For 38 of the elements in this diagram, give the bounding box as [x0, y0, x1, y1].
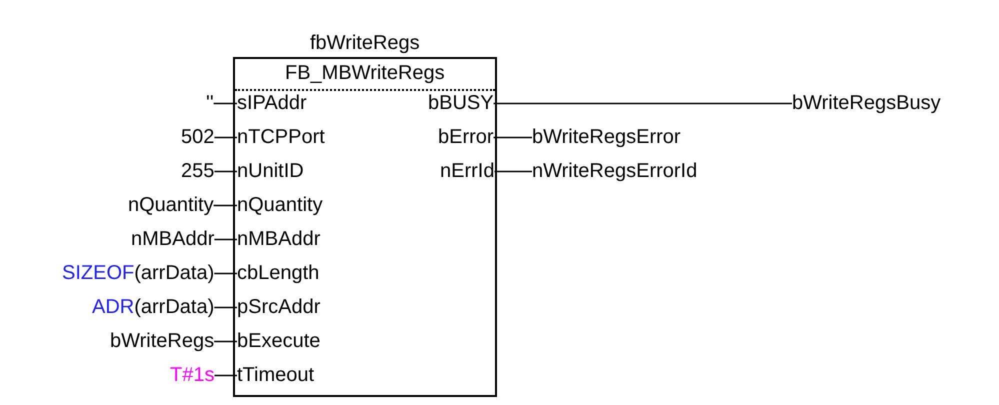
- pin-name: bError: [438, 125, 494, 149]
- pin-name: cbLength: [237, 261, 320, 285]
- block-type-name: FB_MBWriteRegs: [285, 61, 445, 85]
- connector-line: [494, 102, 792, 104]
- input-value: 255: [181, 159, 214, 183]
- input-value: nQuantity: [128, 193, 214, 217]
- pin-name: pSrcAddr: [237, 295, 320, 319]
- connector-line: [494, 170, 532, 172]
- input-value: T#1s: [170, 363, 214, 387]
- pin-name: nUnitID: [237, 159, 304, 183]
- input-value: 502: [181, 125, 214, 149]
- pin-name: nTCPPort: [237, 125, 325, 149]
- pin-name: tTimeout: [237, 363, 314, 387]
- pin-name: nQuantity: [237, 193, 323, 217]
- connector-line: [214, 272, 237, 274]
- connector-line: [214, 238, 237, 240]
- input-value: ADR(arrData): [92, 295, 214, 319]
- input-value: '': [206, 91, 214, 115]
- output-variable: bWriteRegsError: [532, 125, 681, 149]
- pin-name: nMBAddr: [237, 227, 320, 251]
- output-variable: nWriteRegsErrorId: [532, 159, 698, 183]
- connector-line: [214, 170, 237, 172]
- pin-name: bExecute: [237, 329, 320, 353]
- input-value: bWriteRegs: [110, 329, 214, 353]
- output-variable: bWriteRegsBusy: [792, 91, 941, 115]
- connector-line: [494, 136, 532, 138]
- connector-line: [214, 340, 237, 342]
- connector-line: [214, 306, 237, 308]
- input-value: nMBAddr: [131, 227, 214, 251]
- connector-line: [214, 374, 237, 376]
- connector-line: [214, 136, 237, 138]
- pin-name: bBUSY: [428, 91, 494, 115]
- pin-name: nErrId: [440, 159, 494, 183]
- connector-line: [214, 102, 237, 104]
- connector-line: [214, 204, 237, 206]
- pin-name: sIPAddr: [237, 91, 307, 115]
- input-value: SIZEOF(arrData): [62, 261, 214, 285]
- instance-name: fbWriteRegs: [310, 31, 420, 55]
